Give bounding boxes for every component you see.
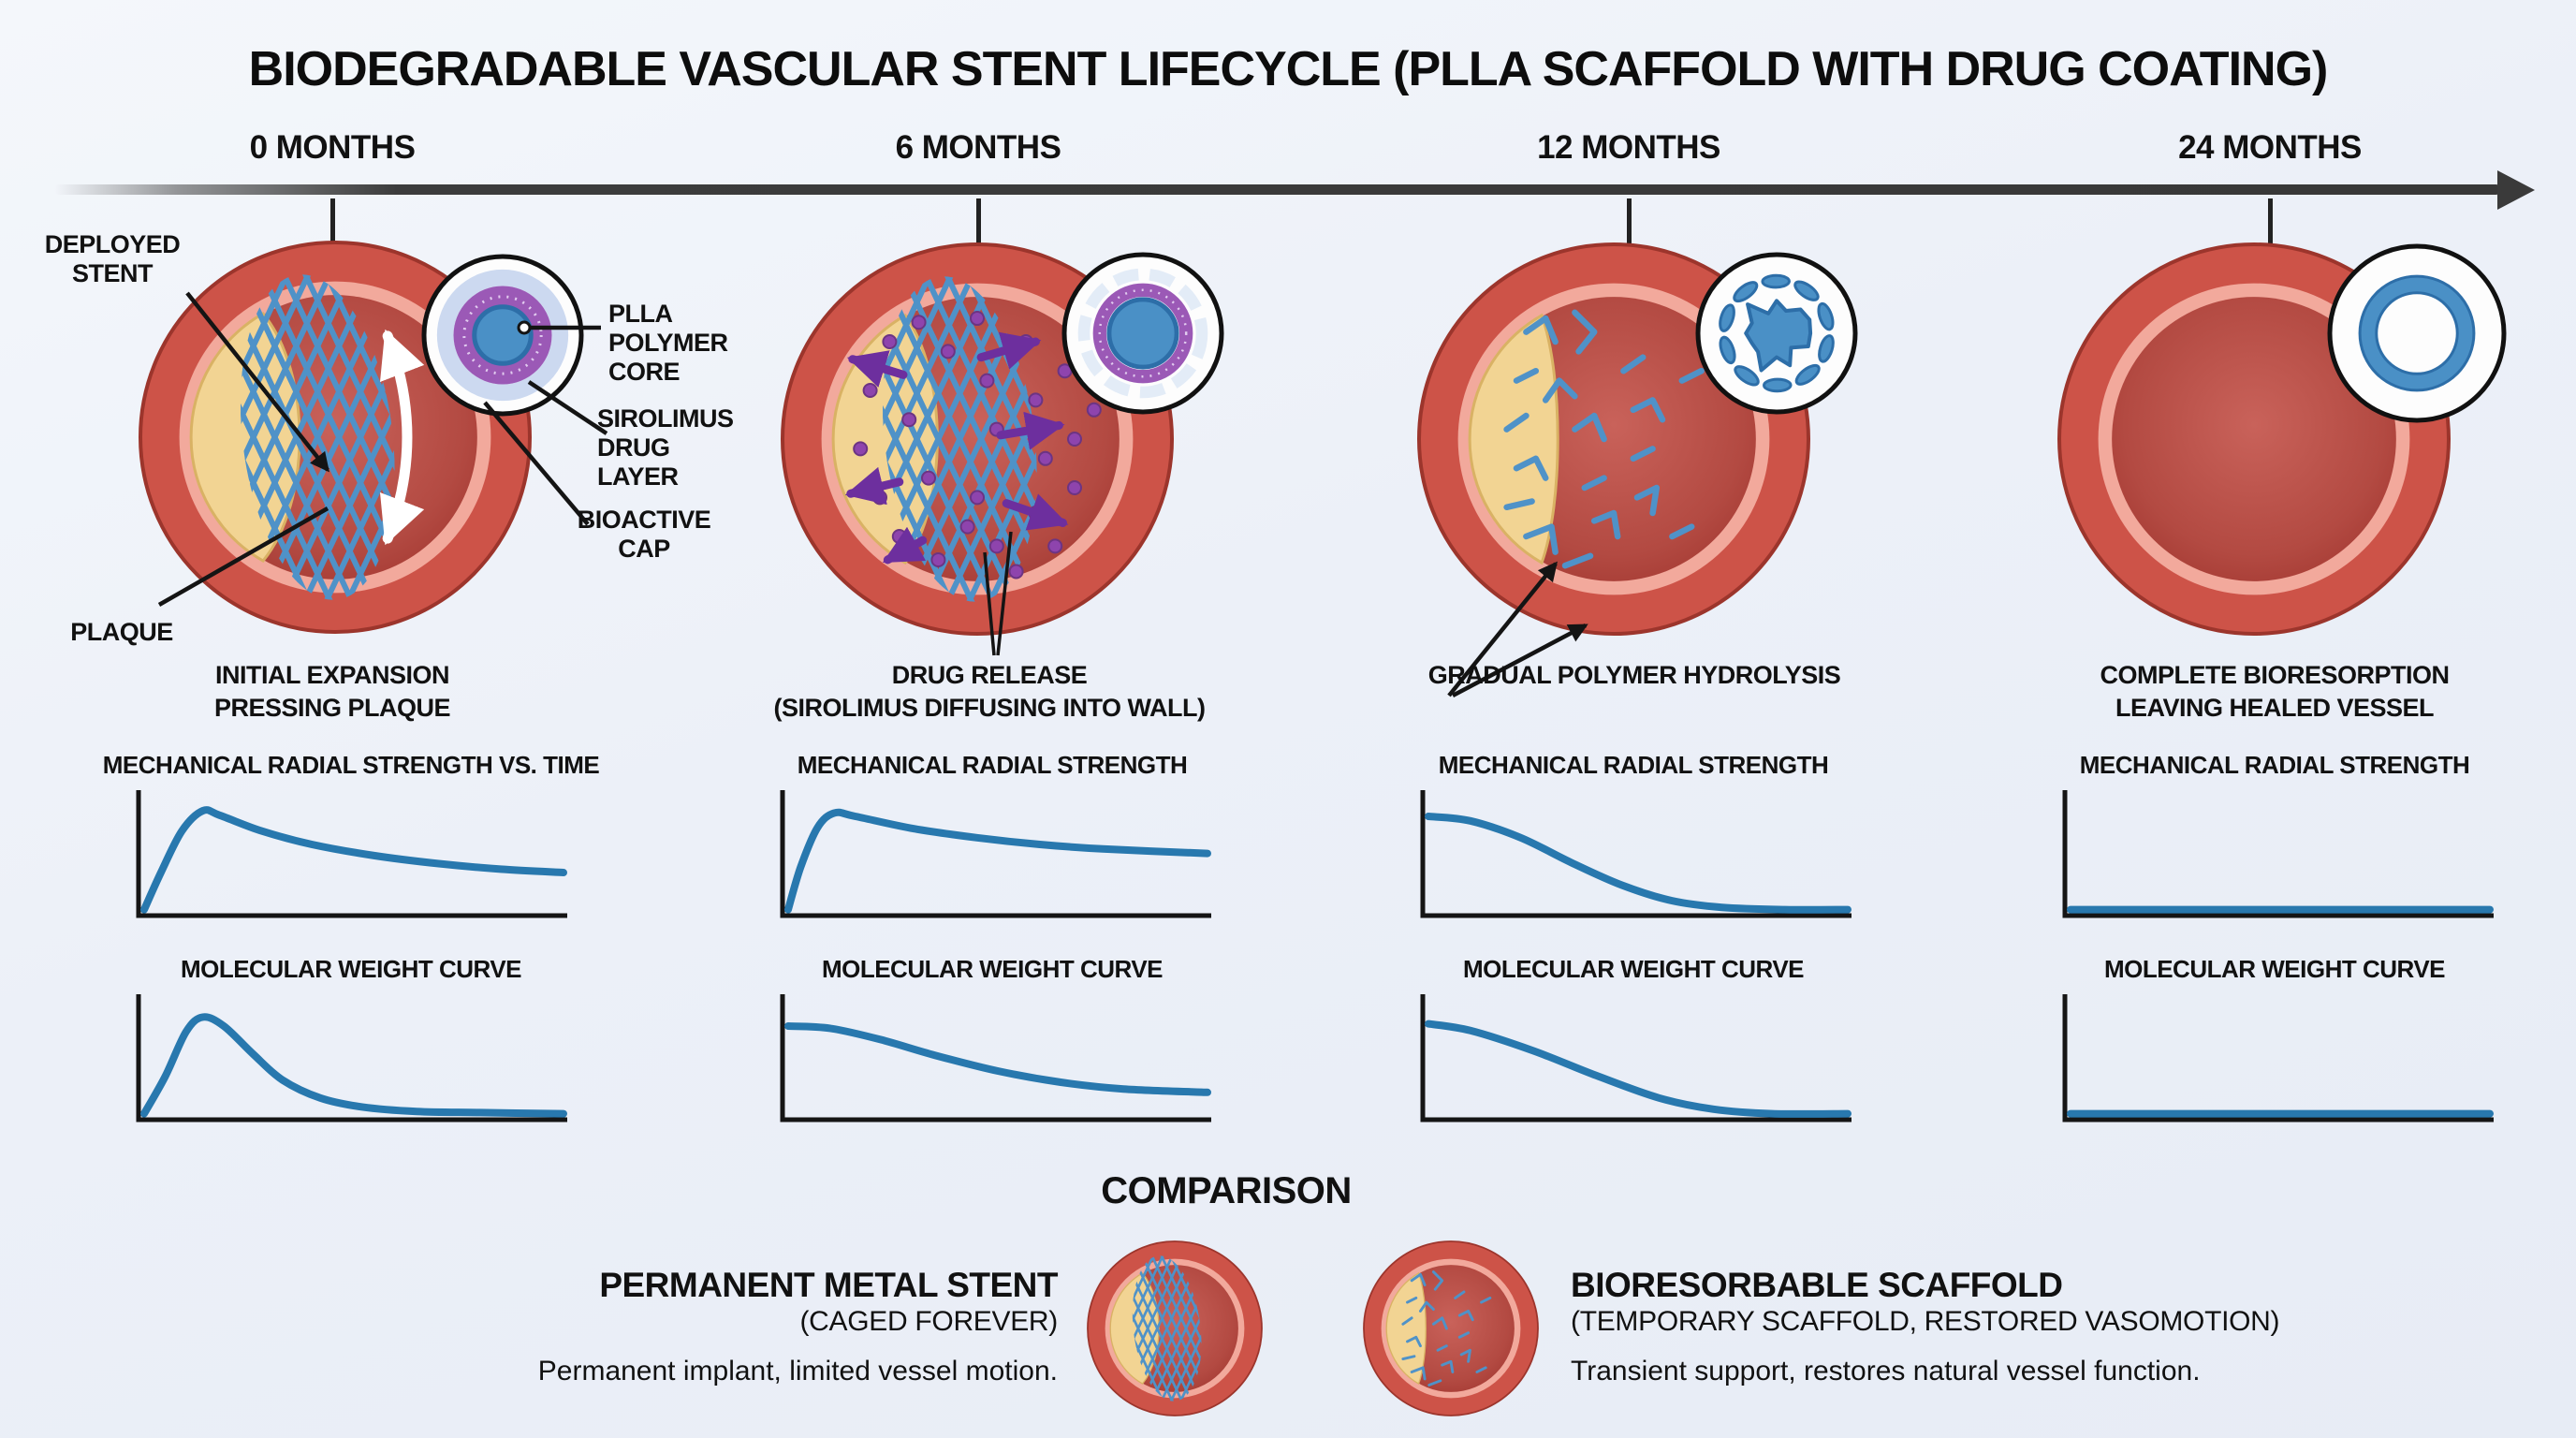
chart-curve bbox=[784, 1022, 1211, 1096]
chart-axes bbox=[1420, 994, 1852, 1123]
stage-4-chart2-title: MOLECULAR WEIGHT CURVE bbox=[2103, 955, 2446, 983]
bioresorbable-scaffold-body: Transient support, restores natural vess… bbox=[1571, 1356, 2201, 1387]
vessel-cross-section bbox=[139, 241, 532, 634]
chart-axes bbox=[780, 994, 1211, 1123]
timeline-axis bbox=[54, 184, 2501, 195]
plla-polymer-core-label: PLLA POLYMER CORE bbox=[608, 300, 728, 386]
timeline-label-24-months: 24 MONTHS bbox=[2178, 129, 2362, 166]
vessel-cross-section bbox=[2057, 242, 2451, 636]
stage-2-caption-line2: (SIROLIMUS DIFFUSING INTO WALL) bbox=[773, 694, 1206, 722]
plaque-label: PLAQUE bbox=[70, 618, 173, 646]
bioresorbable-scaffold-subtitle: (TEMPORARY SCAFFOLD, RESTORED VASOMOTION… bbox=[1571, 1306, 2280, 1337]
inset-strut-cross-section bbox=[1061, 252, 1224, 415]
stage-2-caption-line1: DRUG RELEASE bbox=[891, 661, 1088, 689]
chart-axes bbox=[2062, 994, 2494, 1123]
drug-diffusion-arrows bbox=[844, 331, 1069, 565]
timeline-tick bbox=[2268, 198, 2273, 243]
inset-strut-cross-section bbox=[2327, 243, 2507, 423]
timeline-label-12-months: 12 MONTHS bbox=[1537, 129, 1720, 166]
timeline-label-6-months: 6 MONTHS bbox=[895, 129, 1061, 166]
comparison-left-block: PERMANENT METAL STENT (CAGED FOREVER) Pe… bbox=[393, 1266, 1059, 1387]
timeline-arrowhead-icon bbox=[2497, 170, 2535, 210]
chart-axes bbox=[780, 790, 1211, 918]
vessel-cross-section bbox=[1087, 1240, 1263, 1416]
bioactive-cap-label: BIOACTIVE CAP bbox=[577, 506, 711, 563]
chart-axes bbox=[136, 790, 567, 918]
stent-mesh bbox=[223, 271, 413, 604]
inset-strut-cross-section bbox=[421, 254, 584, 417]
chart-axes bbox=[1420, 790, 1852, 918]
stent-fragments bbox=[1503, 309, 1705, 569]
stage-1-molecular-weight-chart bbox=[136, 994, 567, 1123]
stage-3-chart2-title: MOLECULAR WEIGHT CURVE bbox=[1462, 955, 1805, 983]
stage-4-caption-line2: LEAVING HEALED VESSEL bbox=[2115, 694, 2435, 722]
chart-curve bbox=[1425, 1020, 1852, 1118]
stent-fragments bbox=[1401, 1270, 1492, 1387]
stage-3-radial-strength-chart bbox=[1420, 790, 1852, 918]
plaque bbox=[189, 311, 301, 564]
stage-1-caption: INITIAL EXPANSION PRESSING PLAQUE bbox=[42, 659, 622, 725]
stage-3-chart1-title: MECHANICAL RADIAL STRENGTH bbox=[1438, 751, 1829, 779]
stage-3-caption-line1: GRADUAL POLYMER HYDROLYSIS bbox=[1427, 661, 1841, 689]
comparison-vessel-pair bbox=[1087, 1240, 1539, 1416]
stage-1-caption-line2: PRESSING PLAQUE bbox=[213, 694, 451, 722]
chart-axes bbox=[2062, 790, 2494, 918]
stage-3-vessel-illustration bbox=[1417, 242, 1858, 697]
stage-4-caption-line1: COMPLETE BIORESORPTION bbox=[2100, 661, 2450, 689]
stage-1-radial-strength-chart bbox=[136, 790, 567, 918]
comparison-heading: COMPARISON bbox=[1101, 1170, 1352, 1211]
stage-1-chart1-title: MECHANICAL RADIAL STRENGTH VS. TIME bbox=[102, 751, 600, 779]
chart-curve bbox=[140, 806, 567, 914]
stage-4-radial-strength-chart bbox=[2062, 790, 2494, 918]
bioresorbable-scaffold-title: BIORESORBABLE SCAFFOLD bbox=[1571, 1266, 2063, 1304]
permanent-metal-stent-body: Permanent implant, limited vessel motion… bbox=[537, 1356, 1058, 1387]
stage-2-chart2-title: MOLECULAR WEIGHT CURVE bbox=[821, 955, 1164, 983]
stage-4-molecular-weight-chart bbox=[2062, 994, 2494, 1123]
chart-curve bbox=[1425, 813, 1852, 914]
stage-4-vessel-illustration bbox=[2057, 242, 2507, 636]
stage-3-caption: GRADUAL POLYMER HYDROLYSIS bbox=[1344, 659, 1925, 692]
stage-3-molecular-weight-chart bbox=[1420, 994, 1852, 1123]
comparison-right-block: BIORESORBABLE SCAFFOLD (TEMPORARY SCAFFO… bbox=[1571, 1266, 2338, 1387]
timeline-tick bbox=[976, 198, 981, 243]
chart-axes bbox=[136, 994, 567, 1123]
plaque bbox=[1385, 1271, 1427, 1386]
stent-mesh bbox=[1124, 1254, 1209, 1403]
vessel-cross-section bbox=[781, 242, 1174, 636]
callout-lines bbox=[157, 291, 608, 607]
stage-4-chart1-title: MECHANICAL RADIAL STRENGTH bbox=[2079, 751, 2470, 779]
permanent-metal-stent-title: PERMANENT METAL STENT bbox=[599, 1266, 1058, 1304]
inset-strut-cross-section bbox=[1695, 252, 1858, 415]
vessel-motion-arrow bbox=[379, 329, 425, 546]
stage-1-chart2-title: MOLECULAR WEIGHT CURVE bbox=[180, 955, 522, 983]
stage-2-molecular-weight-chart bbox=[780, 994, 1211, 1123]
caption-leader-lines bbox=[983, 531, 1013, 656]
stage-2-chart1-title: MECHANICAL RADIAL STRENGTH bbox=[797, 751, 1188, 779]
plaque bbox=[831, 313, 939, 565]
timeline-label-0-months: 0 MONTHS bbox=[249, 129, 416, 166]
chart-curve bbox=[140, 1013, 567, 1118]
plaque bbox=[1109, 1272, 1160, 1385]
stent-mesh bbox=[865, 272, 1055, 606]
sirolimus-drug-layer-label: SIROLIMUS DRUG LAYER bbox=[597, 404, 734, 491]
stage-4-caption: COMPLETE BIORESORPTION LEAVING HEALED VE… bbox=[1984, 659, 2565, 725]
vessel-cross-section bbox=[1363, 1240, 1539, 1416]
stage-2-radial-strength-chart bbox=[780, 790, 1211, 918]
stage-1-caption-line1: INITIAL EXPANSION bbox=[214, 661, 450, 689]
drug-particles bbox=[853, 311, 1102, 580]
page-title: BIODEGRADABLE VASCULAR STENT LIFECYCLE (… bbox=[248, 42, 2329, 96]
callout-dot bbox=[517, 320, 532, 335]
stage-2-vessel-illustration bbox=[781, 242, 1224, 656]
stage-2-caption: DRUG RELEASE (SIROLIMUS DIFFUSING INTO W… bbox=[699, 659, 1280, 725]
deployed-stent-label: DEPLOYED STENT bbox=[44, 230, 181, 287]
vessel-cross-section bbox=[1417, 242, 1810, 636]
plaque bbox=[1468, 313, 1559, 565]
permanent-metal-stent-subtitle: (CAGED FOREVER) bbox=[799, 1306, 1058, 1337]
timeline-tick bbox=[330, 198, 335, 243]
chart-curve bbox=[784, 808, 1211, 914]
timeline-tick bbox=[1627, 198, 1632, 243]
